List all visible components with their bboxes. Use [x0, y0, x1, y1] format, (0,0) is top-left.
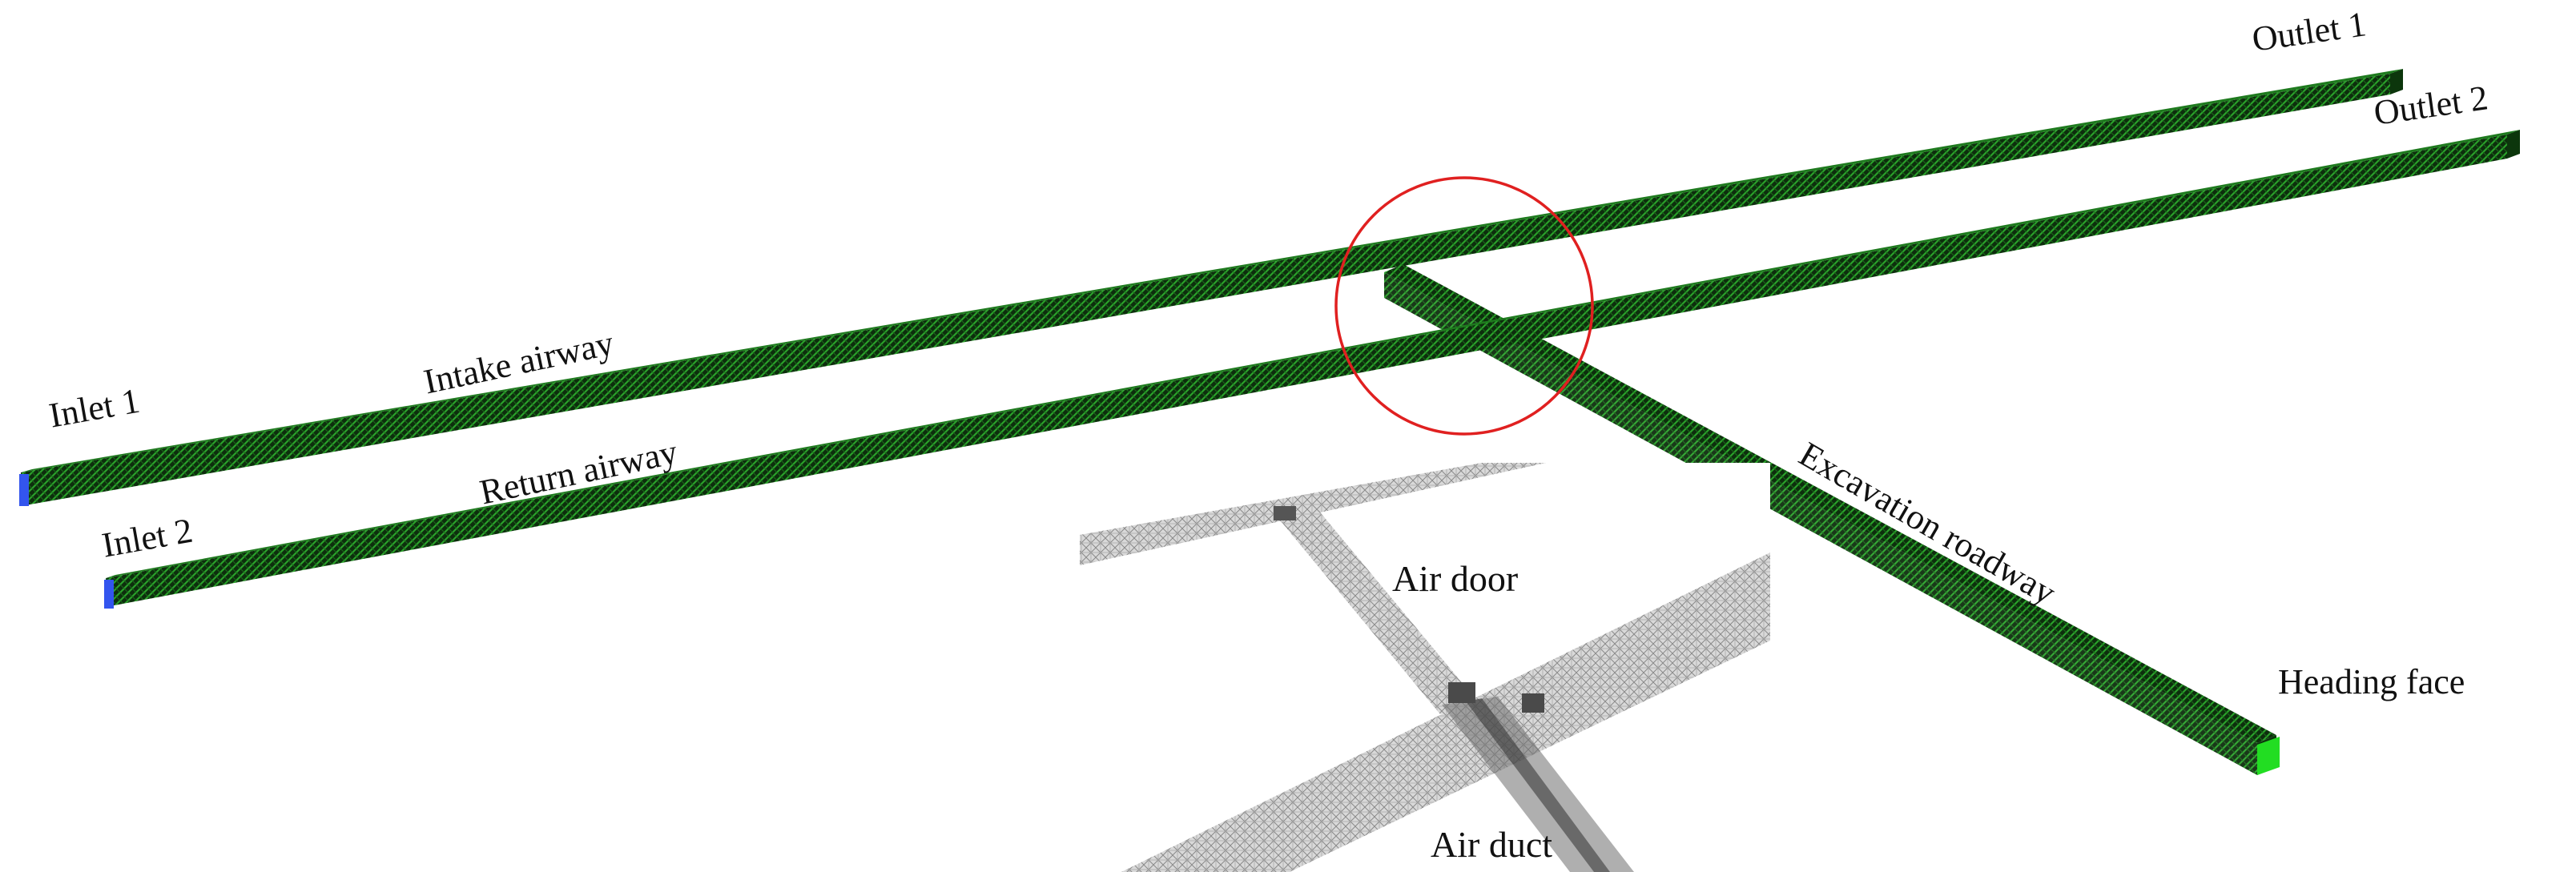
return-airway [106, 130, 2520, 607]
crossing-highlight-circle [1334, 176, 1594, 436]
inlet-1-face [19, 474, 29, 506]
heading-face-label: Heading face [2278, 662, 2465, 701]
air-door-label: Air door [1392, 558, 1519, 599]
crossing-detail-inset [1080, 463, 1770, 872]
intake-airway [21, 69, 2403, 506]
air-duct-label: Air duct [1431, 824, 1553, 865]
heading-face [2257, 737, 2280, 775]
inlet-2-face [104, 580, 114, 609]
